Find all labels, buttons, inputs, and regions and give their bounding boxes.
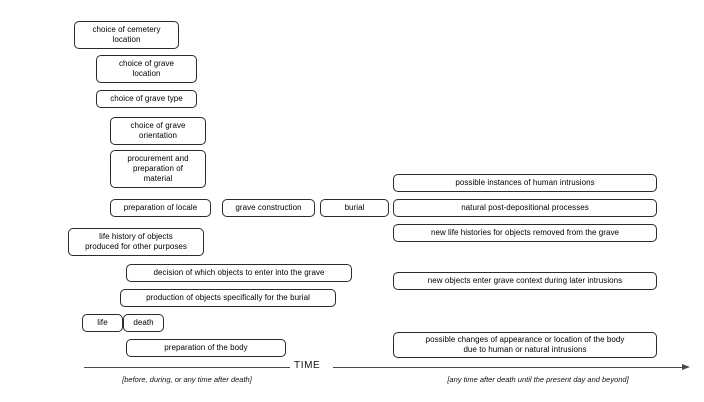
process-box-choice-of-grave-orientation: choice of grave orientation xyxy=(110,117,206,145)
process-box-life: life xyxy=(82,314,123,332)
time-axis-right-segment xyxy=(333,367,683,368)
process-box-grave-construction: grave construction xyxy=(222,199,315,217)
time-axis-label: TIME xyxy=(294,360,321,371)
process-box-choice-of-grave-type: choice of grave type xyxy=(96,90,197,108)
process-box-choice-of-grave-location: choice of grave location xyxy=(96,55,197,83)
process-box-preparation-of-locale: preparation of locale xyxy=(110,199,211,217)
process-box-death: death xyxy=(123,314,164,332)
process-box-preparation-of-the-body: preparation of the body xyxy=(126,339,286,357)
process-box-procurement-and-preparation-of-material: procurement and preparation of material xyxy=(110,150,206,188)
time-axis-left-segment xyxy=(84,367,290,368)
time-axis-right-caption: [any time after death until the present … xyxy=(447,375,629,384)
process-box-burial: burial xyxy=(320,199,389,217)
process-box-possible-changes-of-appearance: possible changes of appearance or locati… xyxy=(393,332,657,358)
process-box-new-life-histories-for-objects-removed: new life histories for objects removed f… xyxy=(393,224,657,242)
process-box-life-history-of-objects-produced-for-other-purposes: life history of objects produced for oth… xyxy=(68,228,204,256)
time-axis-arrow-icon xyxy=(682,363,690,370)
process-box-possible-instances-of-human-intrusions: possible instances of human intrusions xyxy=(393,174,657,192)
process-box-natural-post-depositional-processes: natural post-depositional processes xyxy=(393,199,657,217)
process-box-production-of-objects-for-burial: production of objects specifically for t… xyxy=(120,289,336,307)
process-box-choice-of-cemetery-location: choice of cemetery location xyxy=(74,21,179,49)
process-box-new-objects-enter-grave-context: new objects enter grave context during l… xyxy=(393,272,657,290)
time-axis-left-caption: [before, during, or any time after death… xyxy=(122,375,252,384)
process-box-decision-of-which-objects: decision of which objects to enter into … xyxy=(126,264,352,282)
